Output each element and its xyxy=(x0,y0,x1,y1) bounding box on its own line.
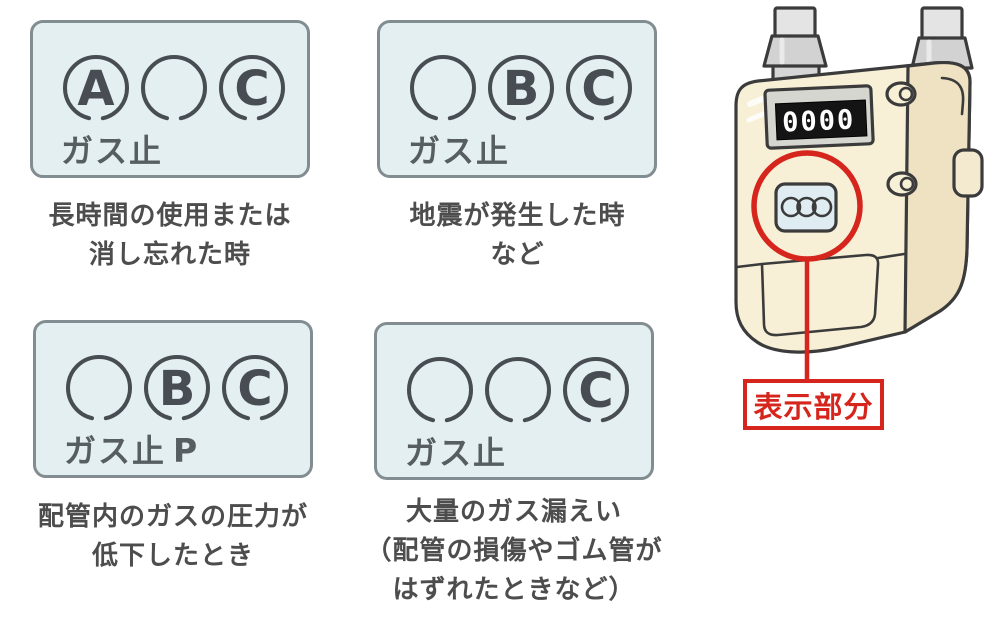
status-row: ガス止 xyxy=(405,428,651,474)
lamp-slot-c-icon: C xyxy=(222,355,288,421)
lamp-slot-b-icon: B xyxy=(488,55,554,121)
status-row: ガス止 P xyxy=(64,426,310,472)
corner-bracket-line xyxy=(940,76,965,116)
lamp-row: A C xyxy=(61,53,307,123)
gas-stop-label: ガス止 xyxy=(64,432,167,470)
gas-stop-label: ガス止 xyxy=(405,434,508,472)
caption-gas-leak: 大量のガス漏えい （配管の損傷やゴム管が はずれたときなど） xyxy=(349,493,679,610)
lamp-row: C xyxy=(405,355,651,425)
counter-value: 0000 xyxy=(782,104,856,138)
lamp-letter: C xyxy=(234,61,269,117)
lamp-letter: A xyxy=(77,61,114,117)
lamp-letter: C xyxy=(237,361,272,417)
lamp-slot-b-icon xyxy=(485,357,551,423)
caption-pressure-drop: 配管内のガスの圧力が 低下したとき xyxy=(8,498,338,576)
lamp-letter: C xyxy=(578,363,613,419)
lamp-slot-a-icon: A xyxy=(63,55,129,121)
panel-gas-leak: C ガス止 xyxy=(374,322,654,480)
gas-stop-label: ガス止 xyxy=(61,132,164,170)
lower-chamber-line xyxy=(735,252,906,337)
panel-earthquake: B C ガス止 xyxy=(377,20,657,178)
caption-line: はずれたときなど） xyxy=(392,575,636,605)
meter-body-side xyxy=(903,60,972,334)
lamp-letter: C xyxy=(581,61,616,117)
lamp-slot-a-icon xyxy=(66,355,132,421)
counter-display: 0000 xyxy=(763,84,875,150)
caption-line: 低下したとき xyxy=(91,541,254,571)
lamp-slot-b-icon: B xyxy=(144,355,210,421)
lamp-slot-a-icon xyxy=(407,357,473,423)
status-row: ガス止 xyxy=(61,126,307,172)
screw-bottom xyxy=(886,171,918,197)
lamp-letter: B xyxy=(503,61,540,117)
caption-line: 大量のガス漏えい xyxy=(405,497,622,527)
caption-line: 地震が発生した時 xyxy=(409,201,626,231)
gas-stop-label: ガス止 xyxy=(408,132,511,170)
lamp-slot-c-icon: C xyxy=(566,55,632,121)
caption-line: 消し忘れた時 xyxy=(88,240,251,270)
gas-meter-illustration: 0000 xyxy=(734,6,984,382)
display-part-callout: 表示部分 xyxy=(743,379,884,430)
caption-line: など xyxy=(490,240,545,270)
lamp-slot-c-icon: C xyxy=(219,55,285,121)
caption-line: （配管の損傷やゴム管が xyxy=(365,536,663,566)
lamp-slot-c-icon: C xyxy=(563,357,629,423)
side-tab xyxy=(952,148,984,198)
caption-line: 長時間の使用または xyxy=(48,201,292,231)
panel-long-use: A C ガス止 xyxy=(30,20,310,178)
status-suffix: P xyxy=(173,431,198,470)
caption-line: 配管内のガスの圧力が xyxy=(37,502,308,532)
pipe-left xyxy=(762,6,828,86)
lamp-slot-a-icon xyxy=(410,55,476,121)
display-part-label: 表示部分 xyxy=(753,389,874,424)
caption-long-use: 長時間の使用または 消し忘れた時 xyxy=(10,197,330,275)
caption-earthquake: 地震が発生した時 など xyxy=(360,197,675,275)
lamp-row: B C xyxy=(408,53,654,123)
screw-top xyxy=(885,81,917,107)
status-row: ガス止 xyxy=(408,126,654,172)
meter-lamp-panel xyxy=(774,182,838,233)
lamp-letter: B xyxy=(159,361,196,417)
lamp-slot-b-icon xyxy=(141,55,207,121)
lamp-row: B C xyxy=(64,353,310,423)
panel-pressure-drop: B C ガス止 P xyxy=(33,320,313,478)
